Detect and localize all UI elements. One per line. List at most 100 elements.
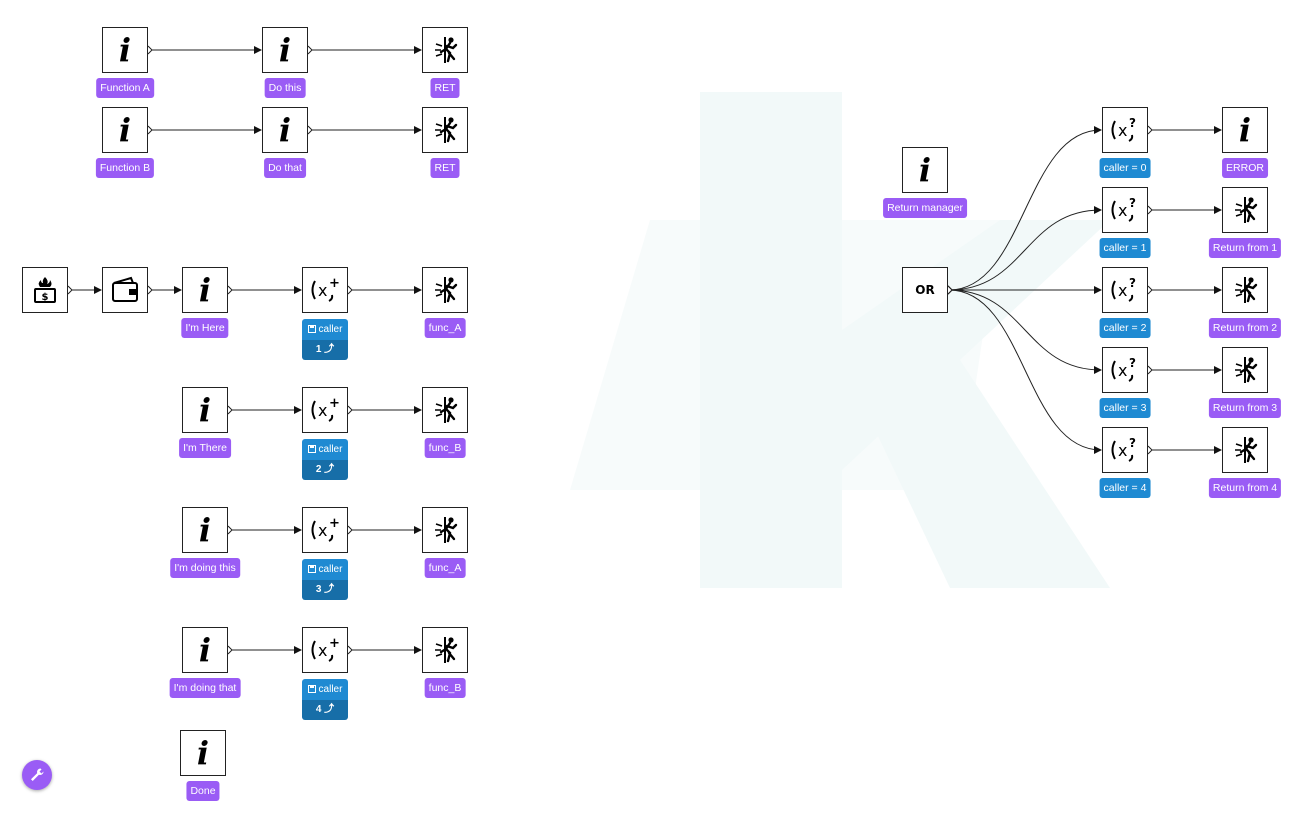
node-info[interactable]: i	[262, 27, 308, 73]
node-exit[interactable]	[1222, 347, 1268, 393]
node-exit[interactable]	[422, 387, 468, 433]
exit-icon	[430, 275, 460, 305]
node-label: caller = 1	[1099, 238, 1151, 258]
wallet-icon	[109, 275, 141, 305]
node-exit[interactable]	[422, 627, 468, 673]
output-port[interactable]	[347, 285, 353, 295]
node-or[interactable]: OR	[902, 267, 948, 313]
output-port[interactable]	[1147, 445, 1153, 455]
node-label: Do that	[264, 158, 306, 178]
output-port[interactable]	[147, 45, 153, 55]
output-port[interactable]	[307, 125, 313, 135]
condition-variable-icon: x?	[1108, 355, 1142, 385]
node-condvar[interactable]: x?	[1102, 267, 1148, 313]
output-port[interactable]	[227, 285, 233, 295]
info-icon: i	[198, 631, 212, 669]
set-variable-icon: x+	[308, 275, 342, 305]
node-exit[interactable]	[422, 107, 468, 153]
node-setvar[interactable]: x+	[302, 627, 348, 673]
or-icon: OR	[915, 283, 934, 297]
node-info[interactable]: i	[1222, 107, 1268, 153]
exit-icon	[1230, 435, 1260, 465]
info-icon: i	[118, 111, 132, 149]
node-info[interactable]: i	[180, 730, 226, 776]
output-port[interactable]	[1147, 365, 1153, 375]
svg-text:+: +	[329, 276, 340, 291]
node-label: Return from 2	[1208, 318, 1282, 338]
node-exit[interactable]	[422, 507, 468, 553]
node-start[interactable]: $	[22, 267, 68, 313]
node-label: caller = 2	[1099, 318, 1151, 338]
output-port[interactable]	[307, 45, 313, 55]
condition-variable-icon: x?	[1108, 115, 1142, 145]
node-label: I'm doing this	[170, 558, 240, 578]
node-setvar[interactable]: x+	[302, 267, 348, 313]
node-info[interactable]: i	[182, 507, 228, 553]
svg-text:x: x	[318, 641, 327, 660]
node-exit[interactable]	[1222, 427, 1268, 473]
output-port[interactable]	[1147, 205, 1153, 215]
node-exit[interactable]	[422, 27, 468, 73]
output-port[interactable]	[947, 285, 953, 295]
svg-text:?: ?	[1129, 436, 1136, 450]
save-icon	[307, 325, 316, 333]
node-label: Done	[186, 781, 220, 801]
node-condvar[interactable]: x?	[1102, 347, 1148, 393]
node-label: caller = 4	[1099, 478, 1151, 498]
wrench-icon	[31, 768, 44, 781]
node-info[interactable]: i	[182, 387, 228, 433]
node-info[interactable]: i	[182, 627, 228, 673]
node-info[interactable]: i	[182, 267, 228, 313]
node-label: I'm Here	[181, 318, 229, 338]
output-port[interactable]	[347, 645, 353, 655]
node-label: caller = 0	[1099, 158, 1151, 178]
output-port[interactable]	[1147, 285, 1153, 295]
node-info[interactable]: i	[262, 107, 308, 153]
node-setvar[interactable]: x+	[302, 387, 348, 433]
node-condvar[interactable]: x?	[1102, 427, 1148, 473]
node-label: ERROR	[1222, 158, 1268, 178]
output-port[interactable]	[67, 285, 73, 295]
output-port[interactable]	[147, 125, 153, 135]
output-port[interactable]	[1147, 125, 1153, 135]
output-port[interactable]	[227, 525, 233, 535]
svg-text:$: $	[42, 292, 49, 303]
wrench-button[interactable]	[22, 760, 52, 790]
svg-text:x: x	[1118, 441, 1127, 460]
node-condvar[interactable]: x?	[1102, 187, 1148, 233]
node-condvar[interactable]: x?	[1102, 107, 1148, 153]
node-label: func_A	[424, 318, 466, 338]
info-icon: i	[198, 271, 212, 309]
node-exit[interactable]	[422, 267, 468, 313]
save-icon	[307, 685, 316, 693]
output-port[interactable]	[147, 285, 153, 295]
set-variable-icon: x+	[308, 395, 342, 425]
node-wallet[interactable]	[102, 267, 148, 313]
exit-icon	[1230, 275, 1260, 305]
exit-icon	[430, 635, 460, 665]
svg-text:x: x	[1118, 361, 1127, 380]
node-label: I'm There	[179, 438, 231, 458]
info-icon: i	[118, 31, 132, 69]
output-port[interactable]	[227, 645, 233, 655]
output-port[interactable]	[227, 405, 233, 415]
output-port[interactable]	[347, 405, 353, 415]
exit-icon	[1230, 195, 1260, 225]
node-info[interactable]: i	[102, 27, 148, 73]
svg-text:?: ?	[1129, 196, 1136, 210]
node-label: func_A	[424, 558, 466, 578]
node-info[interactable]: i	[902, 147, 948, 193]
node-info[interactable]: i	[102, 107, 148, 153]
svg-text:x: x	[1118, 201, 1127, 220]
node-setvar[interactable]: x+	[302, 507, 348, 553]
node-exit[interactable]	[1222, 267, 1268, 313]
output-port[interactable]	[347, 525, 353, 535]
set-variable-icon: x+	[308, 515, 342, 545]
node-exit[interactable]	[1222, 187, 1268, 233]
